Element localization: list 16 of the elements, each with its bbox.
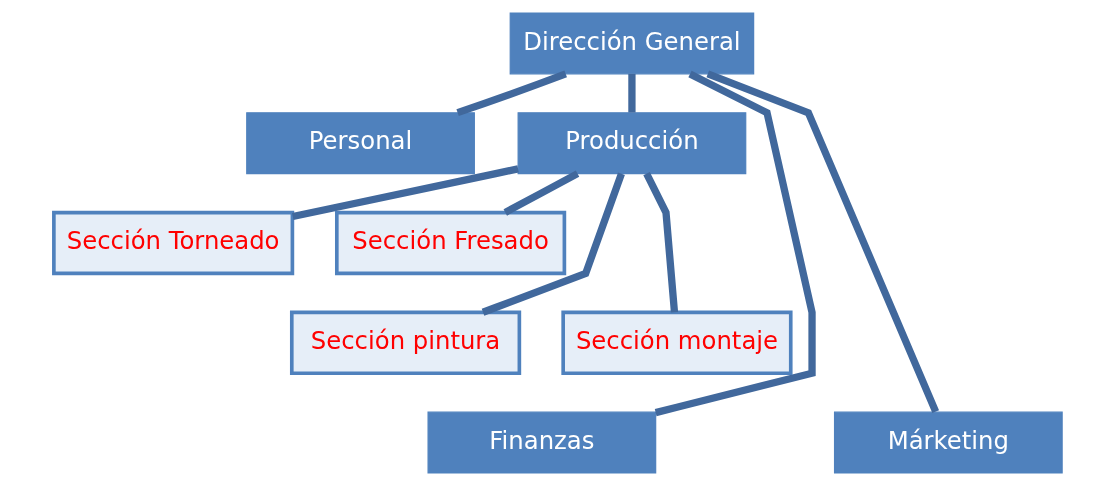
connector — [654, 70, 816, 417]
connector — [706, 70, 940, 414]
node-box: Sección pintura — [289, 310, 522, 376]
node-box: Sección Fresado — [335, 210, 567, 276]
node-box: Sección montaje — [561, 310, 793, 376]
node-box: Producción — [517, 112, 747, 175]
node-box: Personal — [246, 112, 475, 175]
node-box: Dirección General — [509, 12, 755, 75]
connector — [643, 172, 679, 313]
connector — [628, 73, 636, 113]
node-box: Márketing — [833, 411, 1063, 474]
connector — [481, 172, 625, 316]
node-box: Finanzas — [427, 411, 657, 474]
node-box: Sección Torneado — [52, 210, 295, 276]
connector — [292, 165, 519, 221]
connector — [456, 70, 567, 117]
